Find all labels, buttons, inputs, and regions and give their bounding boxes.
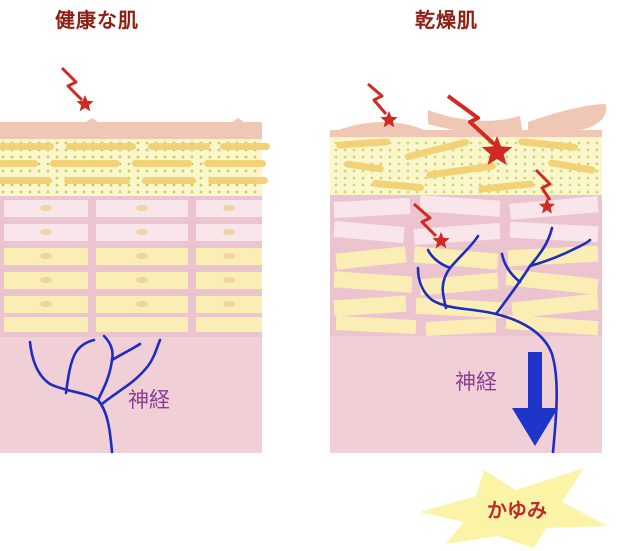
lightning-stimulus-icon	[446, 94, 513, 165]
skin-flake	[528, 104, 607, 133]
lightning-stimulus-icon	[534, 168, 556, 214]
healthy-skin-panel	[0, 66, 270, 454]
epidermis	[0, 196, 262, 338]
dermis	[0, 337, 262, 453]
nerve-label-healthy: 神経	[128, 388, 170, 412]
lightning-stimulus-icon	[367, 82, 398, 128]
lightning-stimulus-icon	[60, 66, 94, 112]
skin-surface	[0, 118, 262, 140]
corneocyte-cells	[0, 143, 270, 184]
skin-flake	[334, 121, 424, 138]
nerve-label-dry: 神経	[455, 370, 497, 394]
itch-label: かゆみ	[487, 498, 547, 522]
down-arrow-icon	[512, 352, 558, 446]
nerve-fibers-extended	[416, 226, 592, 454]
lightning-stimulus-icon	[413, 202, 450, 249]
healthy-skin-title: 健康な肌	[55, 8, 139, 32]
epidermis-cells	[4, 200, 262, 332]
dry-skin-title: 乾燥肌	[415, 8, 478, 32]
itch-burst-icon	[420, 468, 608, 548]
dry-skin-panel	[330, 82, 607, 454]
corneocyte-cells-dry	[336, 138, 596, 193]
nerve-fibers	[28, 334, 162, 454]
